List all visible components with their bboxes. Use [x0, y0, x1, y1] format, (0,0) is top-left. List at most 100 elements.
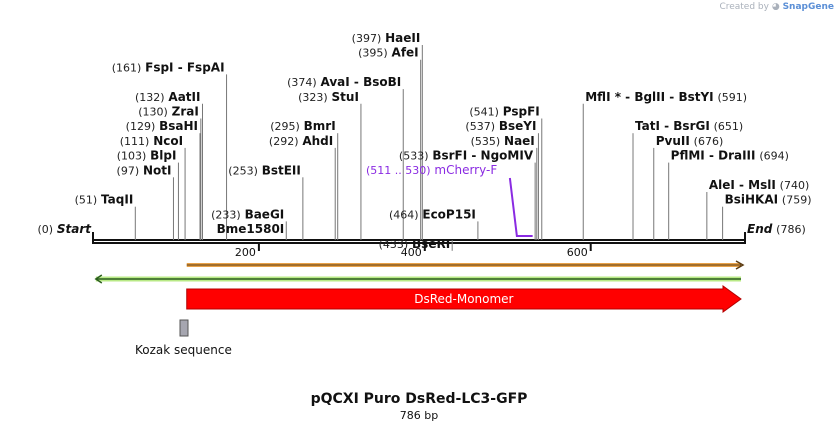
site-position: (397) — [352, 32, 382, 45]
site-label: (537) BseYI — [465, 119, 536, 133]
site-position: (292) — [269, 135, 299, 148]
site-label: (0) Start — [37, 222, 92, 236]
site-position: (676) — [694, 135, 724, 148]
site-label: AleI - MslI (740) — [709, 178, 809, 192]
dsred-label: DsRed-Monomer — [414, 292, 513, 306]
site-position: (233) — [211, 208, 241, 221]
site-position: (132) — [135, 91, 165, 104]
site-name: BlpI — [150, 149, 176, 163]
site-label: (130) ZraI — [138, 105, 199, 119]
site-position: (103) — [117, 150, 147, 163]
site-label: (111) NcoI — [120, 134, 183, 148]
site-label: (323) StuI — [298, 90, 359, 104]
site-name: BaeGI — [245, 207, 285, 221]
site-name: EcoP15I — [422, 207, 476, 221]
site-name: NaeI — [504, 134, 535, 148]
site-position: (395) — [358, 47, 388, 60]
site-label: (161) FspI - FspAI — [112, 60, 225, 74]
site-position: (323) — [298, 91, 328, 104]
site-label: MflI * - BglII - BstYI (591) — [585, 90, 747, 104]
site-name: FspI - FspAI — [145, 60, 224, 74]
kozak-feature — [179, 319, 189, 337]
snapgene-credit: Created by ◕ SnapGene — [719, 2, 834, 12]
site-name: NcoI — [153, 134, 183, 148]
site-label: (541) PspFI — [469, 105, 539, 119]
ruler-tick-label: 400 — [401, 246, 422, 259]
credit-brand: SnapGene — [782, 2, 834, 12]
site-position: (130) — [138, 106, 168, 119]
site-position: (0) — [37, 223, 53, 236]
site-position: (759) — [782, 194, 812, 207]
site-label: (397) HaeII — [352, 31, 421, 45]
site-position: (740) — [780, 179, 810, 192]
site-label: PvuII (676) — [656, 134, 724, 148]
site-position: (786) — [776, 223, 806, 236]
site-label: End (786) — [747, 222, 806, 236]
site-position: (651) — [714, 120, 744, 133]
site-label: TatI - BsrGI (651) — [635, 119, 743, 133]
site-name: BsiHKAI — [725, 193, 779, 207]
site-position: (537) — [465, 120, 495, 133]
site-name: PflMI - DraIII — [671, 149, 756, 163]
site-name: AatII — [168, 90, 200, 104]
site-name: PvuII — [656, 134, 690, 148]
ruler-tick-label: 600 — [567, 246, 588, 259]
dsred-feature — [186, 285, 742, 313]
site-name: BseYI — [499, 119, 537, 133]
plasmid-title: pQCXI Puro DsRed-LC3-GFP — [310, 391, 528, 407]
site-position: (111) — [120, 135, 150, 148]
site-name: End — [747, 222, 773, 236]
site-position: (253) — [228, 164, 258, 177]
site-position: (464) — [389, 208, 419, 221]
site-name: ZraI — [172, 105, 199, 119]
site-name: HaeII — [385, 31, 420, 45]
site-label: (295) BmrI — [270, 119, 335, 133]
site-position: (374) — [287, 76, 317, 89]
site-name: MflI * - BglII - BstYI — [585, 90, 713, 104]
site-name: Bme1580I — [217, 222, 285, 236]
site-position: (694) — [759, 150, 789, 163]
snapgene-logo-icon: ◕ — [771, 2, 780, 12]
site-label: (103) BlpI — [117, 149, 177, 163]
site-label: BsiHKAI (759) — [725, 193, 812, 207]
site-name: PspFI — [503, 105, 540, 119]
site-label: (51) TaqII — [75, 193, 134, 207]
site-name: StuI — [332, 90, 359, 104]
site-position: (97) — [117, 164, 140, 177]
primer-arrow — [508, 177, 533, 237]
credit-text: Created by — [719, 2, 769, 12]
site-label: (395) AfeI — [358, 46, 419, 60]
site-position: (533) — [399, 150, 429, 163]
site-name: NotI — [143, 163, 172, 177]
site-name: BstEII — [262, 163, 301, 177]
kozak-label: Kozak sequence — [135, 343, 232, 357]
primer-name: mCherry-F — [434, 163, 497, 177]
site-position: (129) — [126, 120, 156, 133]
primer-label: (511 .. 530) mCherry-F — [366, 163, 497, 177]
site-name: BseRI — [412, 237, 450, 251]
site-label: Bme1580I — [217, 222, 285, 236]
site-name: BmrI — [304, 119, 336, 133]
site-name: BsrFI - NgoMIV — [432, 149, 533, 163]
site-name: TaqII — [101, 193, 133, 207]
site-name: BsaHI — [159, 119, 198, 133]
site-position: (535) — [471, 135, 501, 148]
site-name: Start — [57, 222, 92, 236]
ruler-tick-label: 200 — [235, 246, 256, 259]
site-label: PflMI - DraIII (694) — [671, 149, 789, 163]
site-name: AleI - MslI — [709, 178, 776, 192]
site-label: (535) NaeI — [471, 134, 535, 148]
site-label: (253) BstEII — [228, 163, 301, 177]
site-name: TatI - BsrGI — [635, 119, 710, 133]
site-name: AvaI - BsoBI — [321, 75, 402, 89]
site-label: (292) AhdI — [269, 134, 333, 148]
site-label: (233) BaeGI — [211, 207, 284, 221]
orf-green-arrowhead — [94, 274, 103, 284]
site-position: (433) — [379, 238, 409, 251]
site-label: (533) BsrFI - NgoMIV — [399, 149, 534, 163]
site-position: (51) — [75, 194, 98, 207]
site-label: (433) BseRI — [379, 237, 451, 251]
site-position: (295) — [270, 120, 300, 133]
site-label: (132) AatII — [135, 90, 200, 104]
